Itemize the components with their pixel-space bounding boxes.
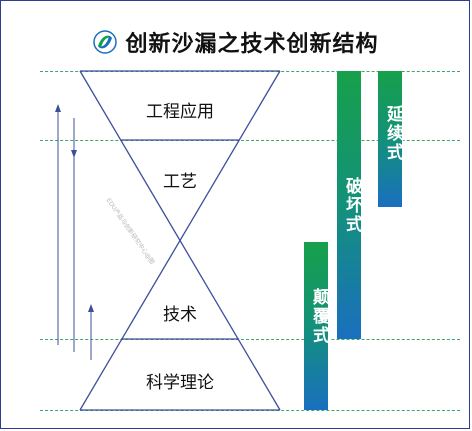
disrupt-bar-label: 颠覆式 xyxy=(309,288,329,345)
level-process-label: 工艺 xyxy=(163,172,197,192)
left-arrow-short-head xyxy=(88,304,94,312)
dashed-guide-upper xyxy=(40,140,460,141)
leaf-swirl-logo-icon xyxy=(93,30,118,54)
title-row: 创新沙漏之技术创新结构 xyxy=(0,26,472,58)
extend-bar: 延续式 xyxy=(378,71,403,207)
destroy-bar: 破坏式 xyxy=(337,71,362,339)
page-title: 创新沙漏之技术创新结构 xyxy=(125,32,379,57)
level-science-label: 科学理论 xyxy=(146,373,214,393)
destroy-bar-label: 破坏式 xyxy=(342,177,362,234)
level-engineering-label: 工程应用 xyxy=(146,102,214,122)
extend-bar-label: 延续式 xyxy=(383,105,403,162)
disrupt-bar: 颠覆式 xyxy=(304,242,329,410)
dashed-guide-lower xyxy=(40,339,460,340)
hourglass-line-right-diag xyxy=(79,70,281,411)
left-arrow-mid-head xyxy=(71,150,77,158)
level-technology-label: 技术 xyxy=(163,305,197,325)
left-arrow-long-head xyxy=(55,104,61,112)
